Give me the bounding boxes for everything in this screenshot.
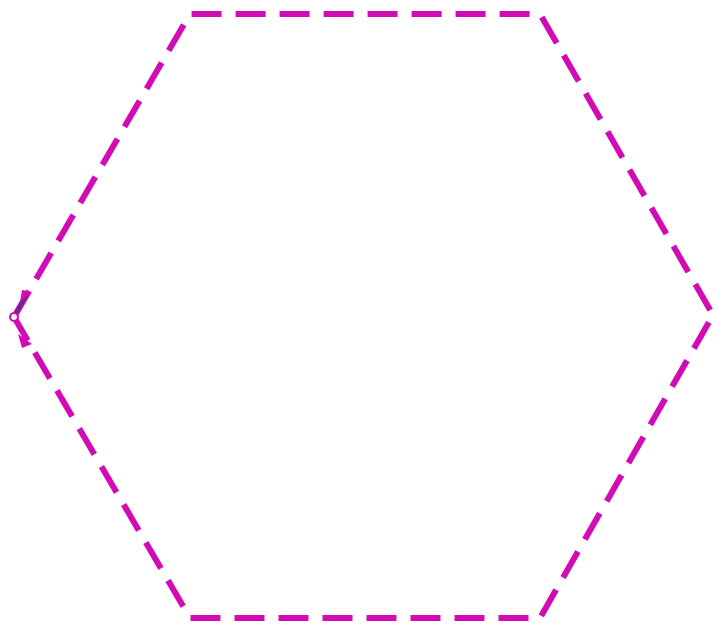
- start-point-icon: [9, 312, 19, 322]
- outgoing-arrow-icon: [18, 334, 32, 348]
- start-segment-highlight: [14, 294, 28, 315]
- hexagon-outline: [10, 11, 717, 621]
- incoming-arrow-icon: [20, 290, 32, 302]
